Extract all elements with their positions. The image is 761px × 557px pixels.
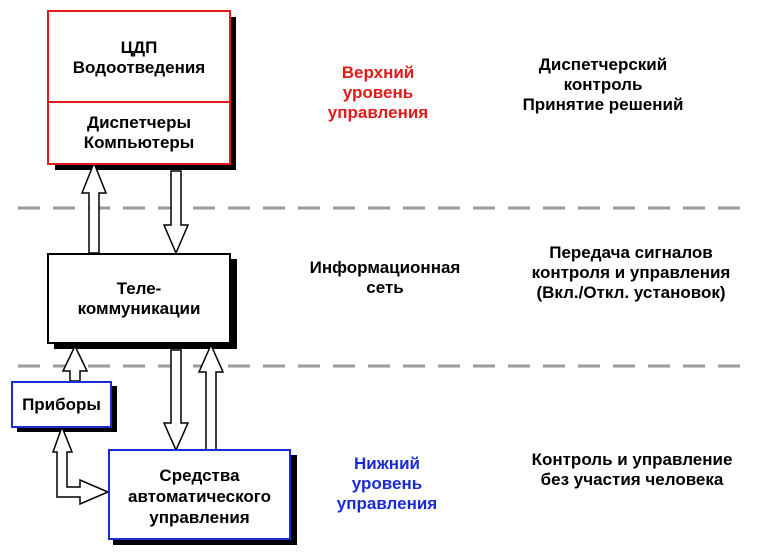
- telecom-line-1: Теле-: [116, 279, 162, 298]
- description-upper-line-1: Диспетчерский: [538, 55, 668, 74]
- description-middle-line-1: Передача сигналов: [549, 243, 713, 262]
- arrow-auto-to-telecom: [197, 343, 225, 451]
- cdp-title-line-2: Водоотведения: [72, 58, 206, 77]
- telecom-label: Теле- коммуникации: [49, 279, 229, 319]
- level-lower-line-1: Нижний: [354, 454, 420, 473]
- description-upper: Диспетчерский контроль Принятие решений: [493, 55, 713, 115]
- auto-line-3: управления: [149, 508, 250, 527]
- cdp-title: ЦДП Водоотведения: [49, 38, 229, 78]
- arrow-devices-to-telecom: [61, 344, 89, 382]
- description-middle: Передача сигналов контроля и управления …: [502, 243, 760, 303]
- arrow-devices-auto-bidirectional: [51, 424, 110, 506]
- auto-box: Средства автоматического управления: [108, 449, 291, 540]
- level-middle-label: Информационная сеть: [290, 258, 480, 298]
- level-upper-line-2: уровень: [342, 83, 414, 102]
- auto-line-1: Средства: [159, 466, 240, 485]
- cdp-title-line-1: ЦДП: [120, 38, 158, 57]
- level-middle-line-2: сеть: [366, 278, 404, 297]
- level-lower-label: Нижний уровень управления: [312, 454, 462, 514]
- auto-label: Средства автоматического управления: [110, 465, 289, 528]
- description-upper-line-2: контроль: [563, 75, 643, 94]
- description-middle-line-3: (Вкл./Откл. установок): [536, 283, 726, 302]
- telecom-box: Теле- коммуникации: [47, 253, 231, 344]
- level-lower-line-3: управления: [336, 494, 438, 513]
- auto-line-2: автоматического: [128, 487, 271, 506]
- arrow-telecom-to-cdp: [80, 160, 108, 254]
- description-middle-line-2: контроля и управления: [531, 263, 731, 282]
- cdp-divider: [49, 101, 229, 103]
- level-upper-line-3: управления: [327, 103, 429, 122]
- description-lower-line-1: Контроль и управление: [531, 450, 733, 469]
- description-lower-line-2: без участия человека: [540, 470, 724, 489]
- cdp-sub-line-1: Диспетчеры: [86, 113, 192, 132]
- cdp-box: ЦДП Водоотведения Диспетчеры Компьютеры: [47, 10, 231, 165]
- description-lower: Контроль и управление без участия челове…: [508, 450, 756, 490]
- devices-label: Приборы: [13, 395, 110, 415]
- devices-line-1: Приборы: [22, 395, 101, 414]
- level-upper-label: Верхний уровень управления: [303, 63, 453, 123]
- description-upper-line-3: Принятие решений: [522, 95, 684, 114]
- level-upper-line-1: Верхний: [341, 63, 415, 82]
- devices-box: Приборы: [11, 381, 112, 428]
- arrow-telecom-to-auto: [162, 349, 190, 452]
- telecom-line-2: коммуникации: [77, 299, 201, 318]
- cdp-subtitle: Диспетчеры Компьютеры: [49, 113, 229, 153]
- level-lower-line-2: уровень: [351, 474, 423, 493]
- cdp-sub-line-2: Компьютеры: [83, 133, 195, 152]
- arrow-cdp-to-telecom: [162, 170, 190, 255]
- level-middle-line-1: Информационная: [309, 258, 461, 277]
